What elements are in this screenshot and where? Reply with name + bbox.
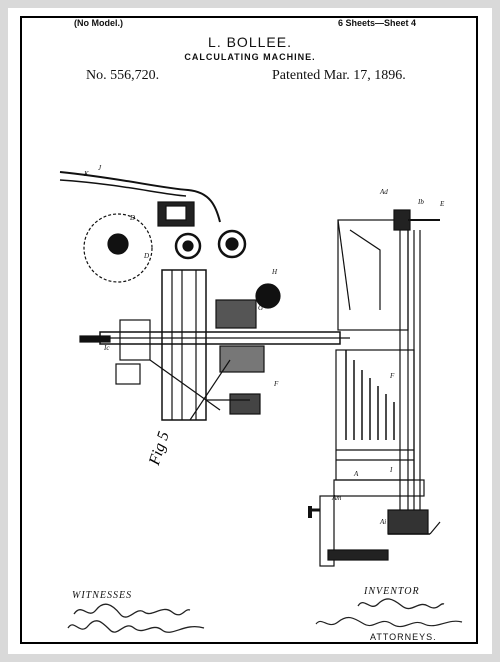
svg-text:J: J (98, 164, 102, 172)
sheet-border (20, 16, 478, 644)
svg-text:A: A (353, 470, 359, 478)
witnesses-label: WITNESSES (72, 590, 133, 601)
attorneys-label: ATTORNEYS. (370, 632, 437, 642)
witness-signature-2 (66, 616, 206, 643)
patent-date: Patented Mar. 17, 1896. (272, 68, 406, 83)
svg-text:Ib: Ib (417, 198, 424, 206)
patent-sheet (8, 8, 492, 654)
sheet-count: 6 Sheets—Sheet 4 (338, 18, 417, 28)
svg-text:K: K (83, 170, 89, 178)
svg-text:F: F (389, 372, 395, 380)
svg-text:Ai: Ai (379, 518, 386, 526)
patent-number: No. 556,720. (86, 68, 160, 83)
svg-text:D: D (143, 252, 149, 260)
model-note: (No Model.) (74, 18, 123, 28)
svg-text:Am: Am (331, 494, 341, 502)
patent-title: CALCULATING MACHINE. (184, 52, 316, 62)
svg-text:I: I (389, 466, 393, 474)
svg-text:E: E (439, 200, 445, 208)
svg-text:Ad: Ad (379, 188, 388, 196)
svg-text:Ic: Ic (103, 344, 110, 352)
attorney-signature (314, 612, 464, 637)
inventor-name: L. BOLLEE. (208, 34, 292, 50)
inventor-label: INVENTOR (364, 586, 420, 597)
svg-text:F: F (273, 380, 279, 388)
svg-text:G: G (258, 304, 263, 312)
svg-text:H: H (271, 268, 278, 276)
witness-signature-1 (72, 600, 192, 627)
svg-text:D: D (129, 214, 135, 222)
inventor-signature (356, 594, 446, 619)
